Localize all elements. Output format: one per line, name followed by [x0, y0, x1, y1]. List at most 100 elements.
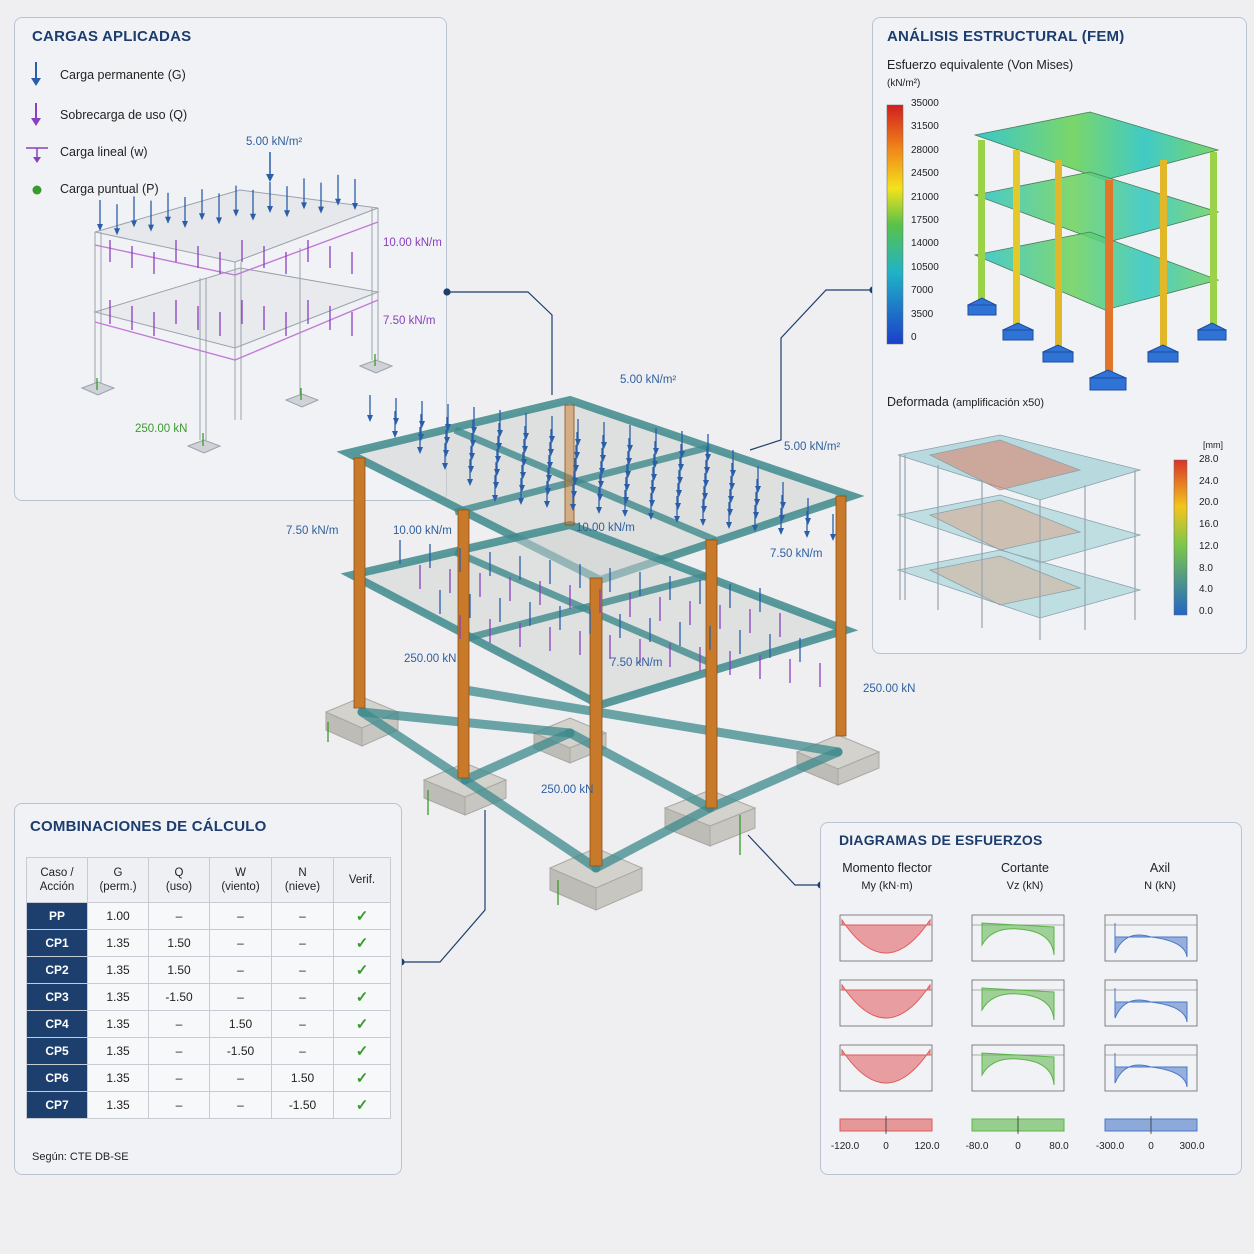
load-arrow-head: [233, 209, 239, 217]
diagram-axil-1: [1104, 914, 1198, 962]
value-cell: 1.50: [271, 1064, 334, 1092]
value-cell: –: [148, 902, 210, 930]
main-load-arrow-head: [700, 519, 706, 526]
main-load-arrow-head: [392, 431, 398, 438]
load-arrow-head: [148, 224, 154, 232]
value-cell: –: [209, 1064, 272, 1092]
load-arrow-head: [318, 206, 324, 214]
main-label-7: 7.50 kN/m: [610, 657, 663, 669]
scale-tick-label: 0: [1148, 1141, 1154, 1152]
value-cell: 1.35: [87, 1010, 149, 1038]
scale-tick-label: 300.0: [1179, 1141, 1205, 1152]
value-cell: 1.35: [87, 956, 149, 984]
stress-tick: 35000: [911, 98, 939, 109]
main-load-arrow-head: [518, 498, 524, 505]
stress-tick: 14000: [911, 238, 939, 250]
value-cell: 1.35: [87, 1091, 149, 1119]
load-arrow-head: [131, 220, 137, 228]
diagram-axil-3: [1104, 1044, 1198, 1092]
case-cell: CP5: [26, 1037, 88, 1065]
green-dot-icon: [32, 185, 42, 195]
table-header-row: Caso /Acción G(perm.) Q(uso) W(viento) N…: [26, 857, 391, 903]
diagram-axil-2: [1104, 979, 1198, 1027]
main-load-arrow-head: [752, 525, 758, 532]
stress-tick: 7000: [911, 285, 934, 297]
value-cell: 1.35: [87, 1064, 149, 1092]
scale-bar-cortante: [971, 1116, 1065, 1134]
deform-title-main: Deformada: [887, 395, 949, 409]
load-arrow-head: [284, 210, 290, 218]
deform-tick: 24.0: [1199, 475, 1219, 487]
value-cell: 1.50: [148, 956, 210, 984]
value-cell: 1.50: [148, 929, 210, 957]
case-cell: CP3: [26, 983, 88, 1011]
main-label-5: 7.50 kN/m: [770, 548, 823, 560]
stress-tick: 24500: [911, 168, 939, 180]
load-arrow-head: [267, 206, 273, 213]
diagramas-title: DIAGRAMAS DE ESFUERZOS: [839, 832, 1043, 848]
legend-item-lineal: Carga lineal (w): [60, 145, 148, 159]
value-cell: 1.35: [87, 1037, 149, 1065]
check-icon: ✓: [333, 902, 391, 930]
check-icon: ✓: [333, 983, 391, 1011]
deform-tick: 28.0: [1199, 454, 1219, 465]
scale-bar-axil: [1104, 1116, 1198, 1134]
value-cell: –: [148, 1037, 210, 1065]
legend-item-permanente: Carga permanente (G): [60, 68, 186, 82]
deform-title: Deformada (amplificación x50): [887, 395, 1044, 409]
value-cell: –: [209, 902, 272, 930]
purple-arrow-icon: [31, 103, 41, 126]
case-cell: CP1: [26, 929, 88, 957]
stress-title: Esfuerzo equivalente (Von Mises): [887, 58, 1074, 72]
scale-tick-label: 80.0: [1049, 1141, 1069, 1152]
value-cell: –: [148, 1091, 210, 1119]
stress-tick: 28000: [911, 144, 939, 156]
load-arrow-head: [165, 216, 171, 224]
load-arrow-head: [352, 203, 358, 210]
scale-tick-label: 120.0: [914, 1141, 940, 1152]
value-cell: –: [209, 956, 272, 984]
diag-col-title-cortante: Cortante: [1001, 861, 1049, 875]
scale-tick-label: -80.0: [965, 1141, 989, 1152]
scale-bar-momento: [839, 1116, 933, 1134]
main-load-arrow-head: [570, 504, 576, 511]
main-load-arrow-head: [674, 516, 680, 523]
main-label-0: 5.00 kN/m²: [620, 374, 677, 386]
load-arrow-head: [97, 224, 103, 231]
main-label-3: 10.00 kN/m: [393, 525, 452, 537]
check-icon: ✓: [333, 929, 391, 957]
deform-unit: [mm]: [1203, 440, 1223, 450]
deform-tick: 4.0: [1199, 584, 1213, 596]
main-label-2: 7.50 kN/m: [286, 525, 339, 537]
diag-col-title-axil: Axil: [1149, 861, 1171, 875]
main-load-arrow-head: [596, 507, 602, 514]
load-arrow-head: [182, 221, 188, 228]
check-icon: ✓: [333, 1091, 391, 1119]
header-w: W(viento): [209, 857, 272, 903]
value-cell: -1.50: [271, 1091, 334, 1119]
value-cell: –: [271, 902, 334, 930]
stress-tick: 21000: [911, 191, 939, 203]
load-arrow-head: [216, 217, 222, 225]
cargas-label-line-top: 10.00 kN/m: [383, 237, 442, 249]
cargas-label-area: 5.00 kN/m²: [246, 136, 303, 148]
deform-tick: 0.0: [1199, 605, 1213, 617]
main-load-arrow-head: [544, 501, 550, 508]
check-icon: ✓: [333, 1064, 391, 1092]
value-cell: -1.50: [148, 983, 210, 1011]
load-arrow-head: [114, 228, 120, 236]
main-load-arrow-head: [417, 447, 423, 454]
scale-tick-label: 0: [883, 1141, 889, 1152]
scale-tick-label: 0: [1015, 1141, 1021, 1152]
header-caso: Caso /Acción: [26, 857, 88, 903]
main-load-arrow-head: [778, 528, 784, 535]
main-label-6: 250.00 kN: [404, 653, 457, 665]
